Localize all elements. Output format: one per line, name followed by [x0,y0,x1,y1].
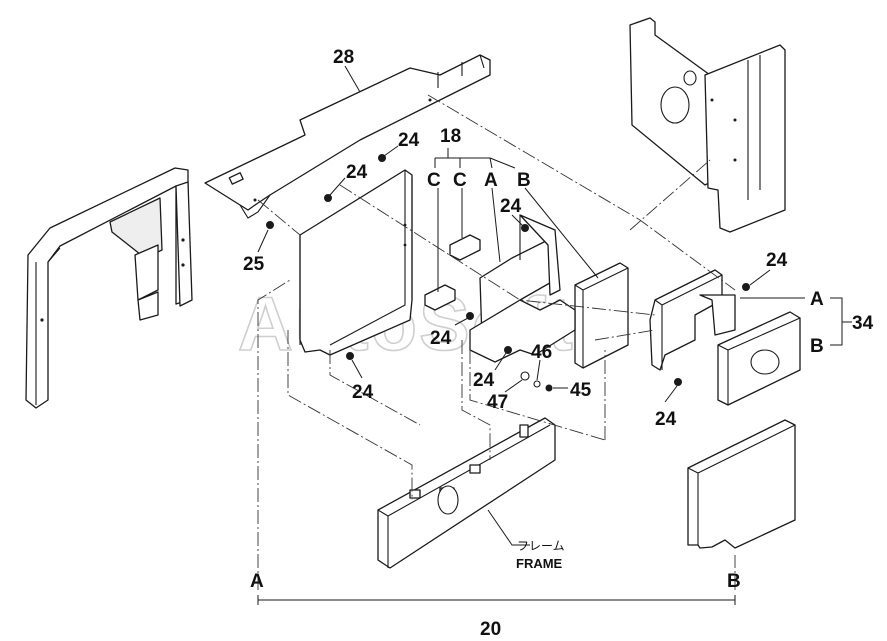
top-cover-plate [204,54,491,219]
washer-47 [520,371,530,381]
label-47: 47 [487,392,508,413]
labels: 28 18 24 24 24 25 24 24 24 46 47 45 24 2… [243,47,874,640]
letter-a-bottom: A [250,571,264,592]
label-24-e: 24 [352,382,374,403]
label-45: 45 [570,380,592,401]
frame-label-en: FRAME [516,556,563,571]
label-25: 25 [243,254,265,275]
bolt-24-c [521,224,529,232]
label-24-h: 24 [766,250,788,271]
bolt-24-b [324,194,332,202]
bolt-24-d [466,312,474,320]
bolt-24-g [674,378,682,386]
top-right-panel [629,17,786,233]
label-24-a: 24 [398,130,420,151]
pad-c1 [424,284,456,311]
letter-b-top: B [517,170,531,191]
right-bracket [649,269,736,371]
letter-a-right: A [810,289,824,310]
letter-b-right: B [810,336,824,357]
assembly-lines [257,94,736,590]
label-24-c: 24 [500,196,522,217]
bolts [266,154,750,392]
label-20: 20 [480,619,501,640]
label-24-g: 24 [655,409,677,430]
label-18: 18 [440,126,461,147]
frame-plate [377,417,556,569]
letter-b-bottom: B [727,571,741,592]
bolt-24-f [504,346,512,354]
letter-c2: C [453,170,467,191]
rear-panel [299,169,413,356]
bolt-24-a [378,154,386,162]
pad-c2 [449,234,481,261]
right-pad-with-hole [717,311,801,406]
label-46: 46 [531,342,552,363]
label-24-d: 24 [430,328,452,349]
left-arch-frame [25,167,193,409]
insulation-pad-b [574,262,629,369]
label-34: 34 [852,313,874,334]
label-24-b: 24 [346,162,368,183]
label-24-f: 24 [473,370,495,391]
frame-label-jp: フレーム [517,539,565,553]
large-bottom-pad [687,419,796,549]
washer-46 [533,380,541,388]
bolt-24-e [346,352,354,360]
label-28: 28 [333,47,354,68]
bolt-24-h [742,283,750,291]
leader-lines [257,65,852,605]
bolt-25 [266,221,274,229]
bottom-bracket-panel [469,299,576,363]
bolt-45 [545,384,553,392]
letter-a-top: A [484,170,498,191]
letter-c1: C [427,170,441,191]
